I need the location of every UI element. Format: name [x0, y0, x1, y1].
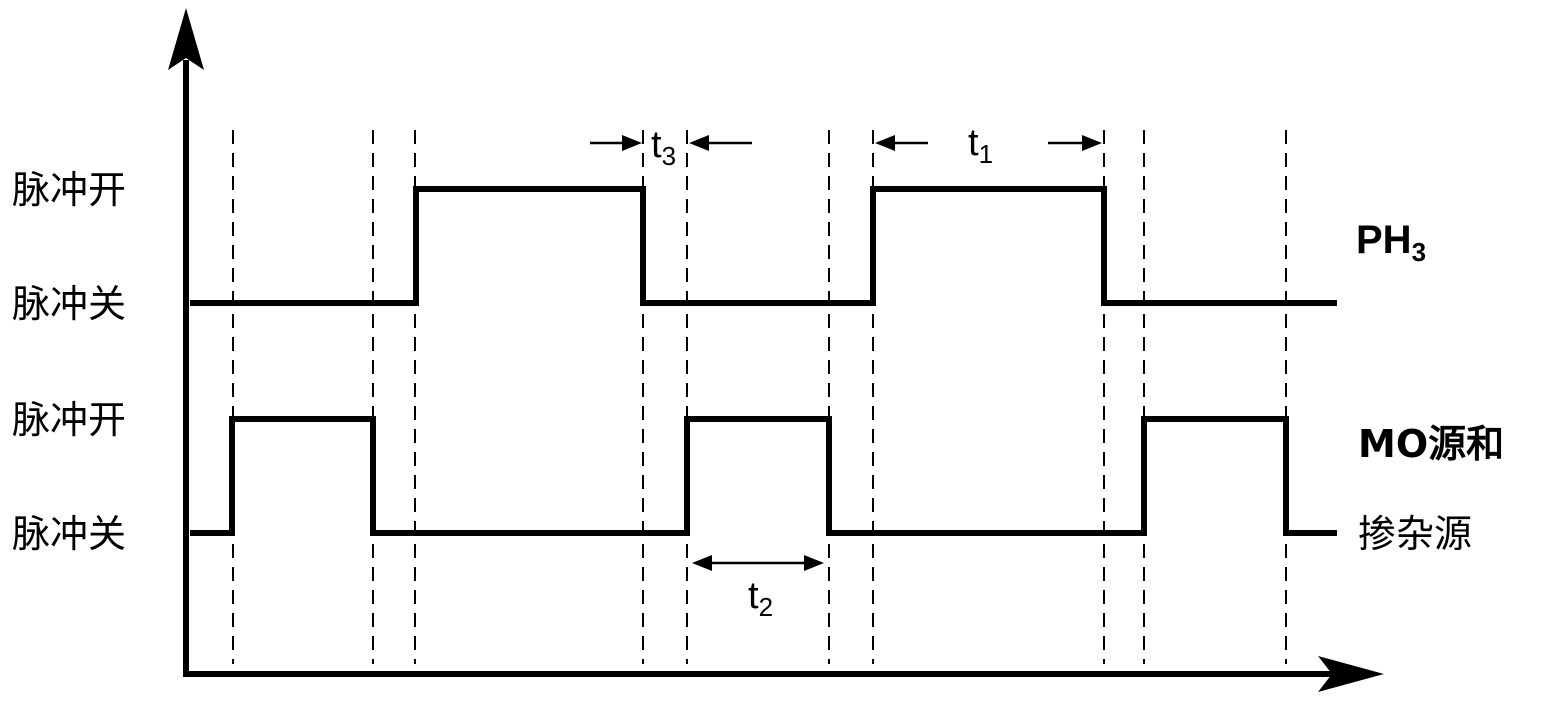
t1-label-base: t	[968, 122, 979, 164]
signal1-on-label: 脉冲开	[12, 168, 126, 212]
y-axis-arrowhead	[168, 8, 204, 70]
t2-right-arrowhead	[804, 555, 824, 571]
t2-left-arrowhead	[692, 555, 712, 571]
t1-right-arrowhead	[1082, 135, 1102, 151]
ph3-label-base: PH	[1356, 218, 1412, 262]
signal2-off-label: 脉冲关	[12, 512, 126, 556]
x-axis-arrowhead	[1318, 656, 1384, 692]
mo-label-line2: 掺杂源	[1358, 512, 1472, 556]
signal1-off-label: 脉冲关	[12, 282, 126, 326]
ph3-label-sub: 3	[1412, 237, 1426, 267]
t3-right-arrowhead	[689, 135, 709, 151]
ph3-label: PH3	[1356, 218, 1426, 267]
t3-left-arrowhead	[622, 135, 642, 151]
t2-label: t2	[748, 575, 773, 622]
t1-dimension: t1	[875, 122, 1102, 169]
t2-dimension: t2	[692, 555, 824, 622]
mo-label-line1: MO源和	[1358, 422, 1504, 466]
t3-label-sub: 3	[662, 141, 676, 171]
t2-label-sub: 2	[759, 592, 773, 622]
ph3-waveform	[190, 186, 1337, 306]
t1-label: t1	[968, 122, 993, 169]
t1-label-sub: 1	[979, 139, 993, 169]
t1-left-arrowhead	[875, 135, 895, 151]
guide-lines	[232, 130, 1287, 664]
t3-dimension: t3	[590, 124, 752, 171]
t2-label-base: t	[748, 575, 759, 617]
mo-dopant-waveform	[190, 416, 1337, 536]
t3-label: t3	[651, 124, 676, 171]
signal2-on-label: 脉冲开	[12, 398, 126, 442]
t3-label-base: t	[651, 124, 662, 166]
